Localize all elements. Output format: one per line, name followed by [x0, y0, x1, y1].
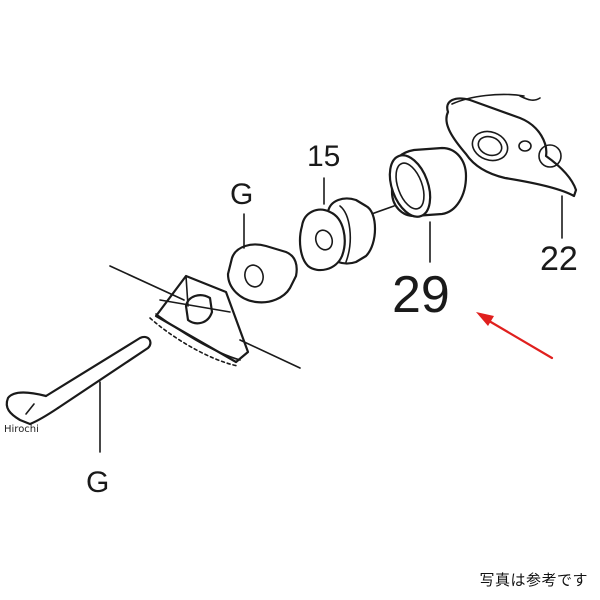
collar-29: [388, 146, 468, 218]
red-arrow-pointer: [476, 312, 554, 360]
bushing-15: [298, 197, 377, 272]
callout-22: 22: [540, 240, 578, 278]
stand-leg-rod: [5, 335, 152, 426]
callout-g-lower: G: [86, 466, 109, 499]
callout-29: 29: [392, 266, 450, 324]
pivot-washer-g: [226, 243, 298, 304]
bracket-plate-22: [445, 93, 578, 198]
watermark: Hirochi: [4, 424, 39, 435]
reference-photo-caption: 写真は参考です: [479, 571, 588, 589]
stand-bracket: [109, 265, 301, 369]
callout-15: 15: [307, 140, 340, 173]
callout-g-upper: G: [230, 178, 253, 211]
